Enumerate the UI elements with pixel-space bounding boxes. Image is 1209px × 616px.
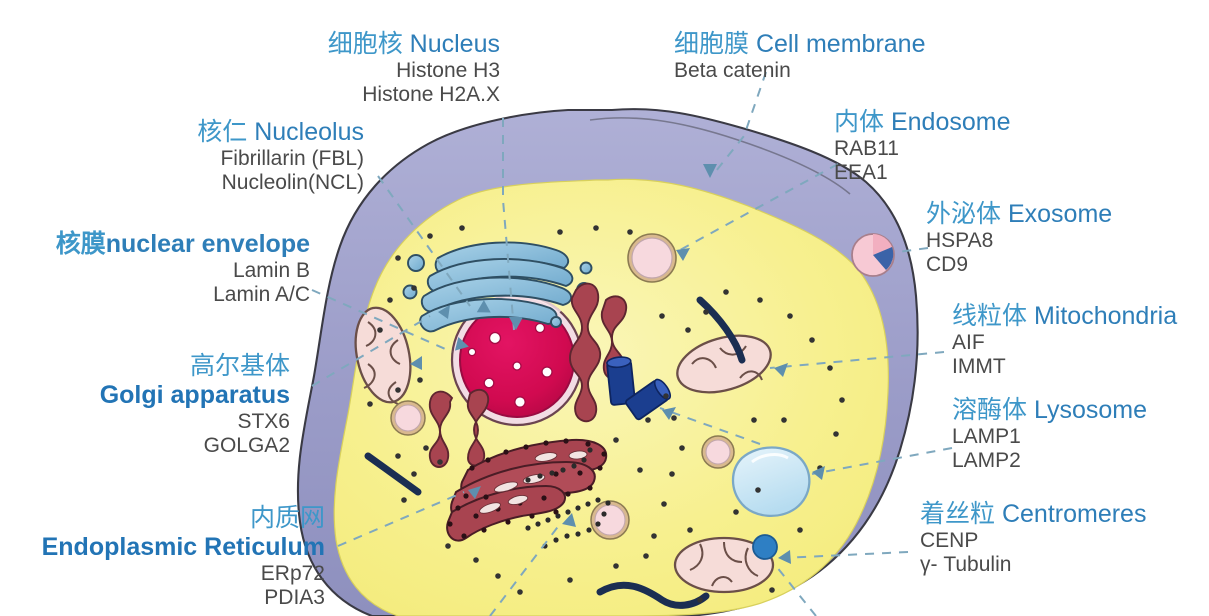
nucleus-shape [450, 293, 584, 427]
label-golgi-apparatus[interactable]: 高尔基体 Golgi apparatus STX6 GOLGA2 [60, 352, 290, 459]
label-nucleolus-cn: 核仁 [197, 118, 248, 146]
leader-endosome [679, 163, 839, 251]
label-nuclear-envelope[interactable]: 核膜nuclear envelope Lamin B Lamin A/C [10, 230, 310, 308]
mitochondrion-2 [676, 334, 772, 394]
label-exosome-en: Exosome [1007, 200, 1113, 228]
label-lysosome-cn: 溶酶体 [952, 396, 1028, 424]
marker-pdia3: PDIA3 [264, 586, 325, 610]
nucleolus-shape [467, 322, 553, 408]
leader-centromeres [781, 551, 909, 559]
label-cell-membrane-title: 细胞膜 Cell membrane [674, 30, 925, 59]
label-er-en: Endoplasmic Reticulum [41, 533, 325, 561]
leader-mitochondria [769, 351, 945, 369]
label-nucleus-en: Nucleus [409, 30, 500, 58]
marker-hspa8: HSPA8 [926, 229, 994, 252]
label-lysosome-title: 溶酶体 Lysosome [952, 396, 1147, 425]
marker-fibrillarin: Fibrillarin (FBL) [220, 147, 364, 170]
centrosome-shape [606, 356, 672, 421]
label-golgi-cn: 高尔基体 [189, 352, 290, 380]
marker-lamin-ac: Lamin A/C [213, 283, 310, 307]
endosome-shape [627, 233, 677, 283]
marker-eea1: EEA1 [834, 161, 888, 185]
cytosol-dots [367, 225, 845, 603]
label-cell-membrane-en: Cell membrane [755, 30, 926, 58]
label-golgi-en: Golgi apparatus [99, 381, 290, 409]
leader-exosome [897, 247, 929, 253]
mitochondrion-1 [354, 306, 412, 405]
rough-er-shape [446, 438, 608, 542]
marker-lamin-b: Lamin B [232, 259, 310, 282]
label-nuclear-envelope-en: nuclear envelope [105, 230, 310, 258]
label-endosome[interactable]: 内体 Endosome RAB11 EEA1 [834, 108, 1011, 186]
label-endosome-cn: 内体 [834, 108, 885, 136]
leader-bottom-right [775, 565, 817, 616]
label-centromeres-title: 着丝粒 Centromeres [920, 500, 1146, 529]
mitochondrion-3 [673, 536, 775, 594]
label-endoplasmic-reticulum[interactable]: 内质网 Endoplasmic Reticulum ERp72 PDIA3 [0, 504, 325, 611]
lysosome-shape [731, 446, 811, 518]
label-mitochondria-cn: 线粒体 [952, 302, 1028, 330]
label-centromeres-en: Centromeres [1001, 500, 1147, 528]
marker-stx6: STX6 [237, 410, 290, 433]
marker-erp72: ERp72 [260, 562, 325, 585]
cytoskeleton-filaments [364, 296, 746, 609]
marker-rab11: RAB11 [834, 137, 899, 160]
label-endosome-title: 内体 Endosome [834, 108, 1011, 137]
exosome-shape [851, 233, 895, 277]
marker-immt: IMMT [952, 355, 1006, 379]
marker-lamp2: LAMP2 [952, 449, 1021, 473]
label-mitochondria[interactable]: 线粒体 Mitochondria AIF IMMT [952, 302, 1177, 380]
label-endosome-en: Endosome [890, 108, 1011, 136]
vesicle-2 [590, 500, 630, 540]
marker-nucleolin: Nucleolin(NCL) [221, 171, 364, 195]
label-nuclear-envelope-title: 核膜nuclear envelope [10, 230, 310, 259]
leader-golgi [311, 315, 431, 387]
label-lysosome[interactable]: 溶酶体 Lysosome LAMP1 LAMP2 [952, 396, 1147, 474]
leader-centrosome [659, 407, 761, 445]
marker-gamma-tubulin: γ- Tubulin [920, 553, 1012, 577]
marker-beta-catenin: Beta catenin [674, 59, 791, 82]
leader-lysosome [811, 447, 953, 475]
label-mitochondria-en: Mitochondria [1033, 302, 1178, 330]
label-cell-membrane-cn: 细胞膜 [674, 30, 750, 58]
label-nucleolus-en: Nucleolus [254, 118, 364, 146]
leader-cell-membrane [711, 71, 767, 177]
leader-nuclear-envelope [311, 289, 453, 353]
marker-cd9: CD9 [926, 253, 969, 277]
label-exosome-title: 外泌体 Exosome [926, 200, 1112, 229]
marker-histone-h3: Histone H3 [396, 59, 500, 82]
microtubule-dots [525, 447, 611, 549]
label-centromeres-cn: 着丝粒 [920, 500, 996, 528]
label-centromeres[interactable]: 着丝粒 Centromeres CENP γ- Tubulin [920, 500, 1146, 578]
marker-aif: AIF [952, 331, 985, 354]
leader-bottom [489, 523, 561, 616]
label-nuclear-envelope-cn: 核膜 [55, 230, 106, 258]
label-er-cn: 内质网 [249, 504, 325, 532]
leader-er [337, 491, 465, 547]
label-nucleus-title: 细胞核 Nucleus [300, 30, 500, 59]
golgi-shape [402, 241, 593, 333]
vesicle-3 [701, 435, 735, 469]
label-mitochondria-title: 线粒体 Mitochondria [952, 302, 1177, 331]
marker-histone-h2ax: Histone H2A.X [362, 83, 500, 107]
leader-lines [311, 71, 953, 616]
label-lysosome-en: Lysosome [1033, 396, 1147, 424]
marker-lamp1: LAMP1 [952, 425, 1021, 448]
vesicle-1 [390, 400, 426, 436]
label-exosome[interactable]: 外泌体 Exosome HSPA8 CD9 [926, 200, 1112, 278]
label-nucleolus[interactable]: 核仁 Nucleolus Fibrillarin (FBL) Nucleolin… [160, 118, 364, 196]
label-nucleolus-title: 核仁 Nucleolus [160, 118, 364, 147]
label-cell-membrane[interactable]: 细胞膜 Cell membrane Beta catenin [674, 30, 925, 83]
marker-golga2: GOLGA2 [203, 434, 290, 458]
marker-cenp: CENP [920, 529, 979, 552]
label-nucleus[interactable]: 细胞核 Nucleus Histone H3 Histone H2A.X [300, 30, 500, 108]
centromere-shape [752, 534, 778, 560]
label-nucleus-cn: 细胞核 [327, 30, 403, 58]
leader-arrowheads [410, 164, 825, 564]
label-exosome-cn: 外泌体 [926, 200, 1002, 228]
